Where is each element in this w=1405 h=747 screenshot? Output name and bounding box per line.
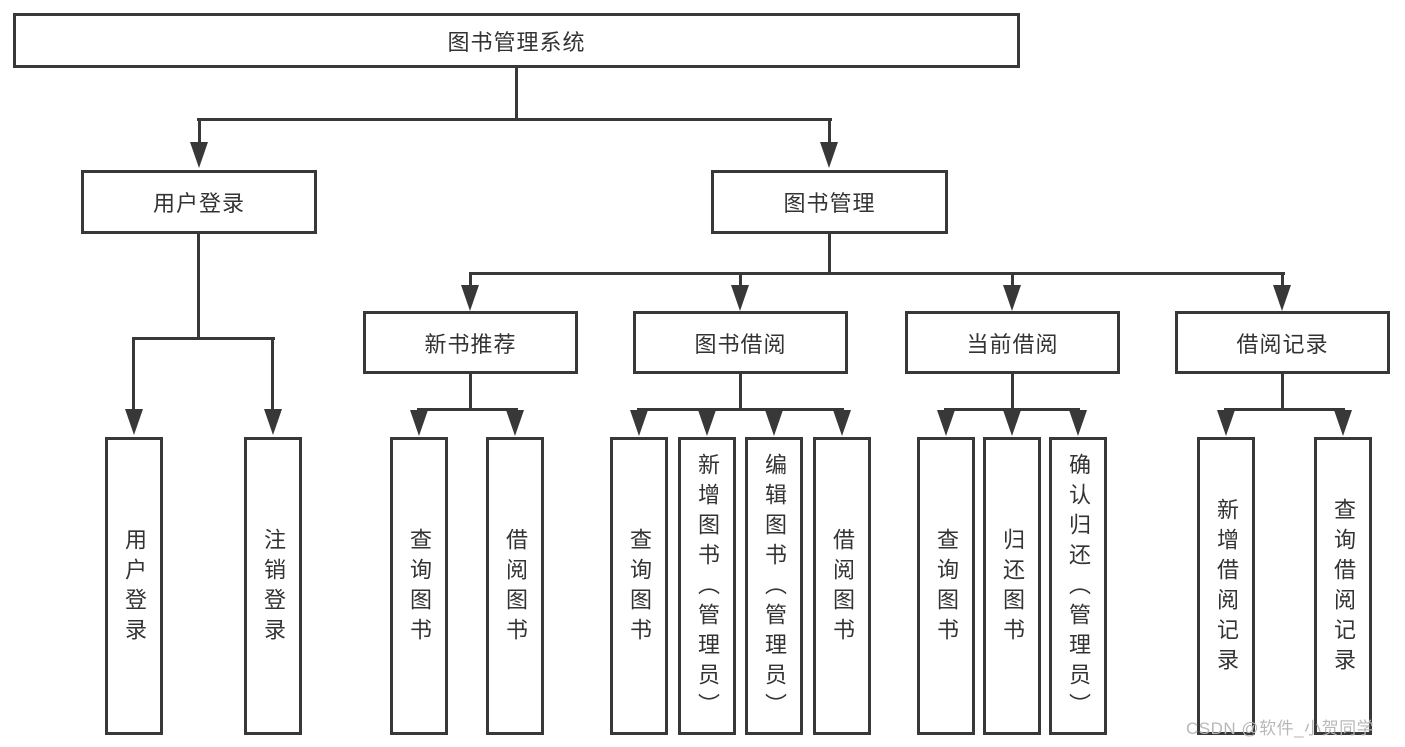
connector-to-user-login [198,118,201,145]
arrowhead-new-book-leaf-2 [506,410,524,436]
arrowhead-current-borrow-leaf-1 [937,410,955,436]
node-borrow-records: 借阅记录 [1175,311,1390,374]
node-user-login: 用户登录 [81,170,317,234]
connector-book-borrow-crossbar [637,408,844,411]
node-leaf-query-books-recommend: 查询图书 [390,437,448,735]
node-leaf-user-login: 用户登录 [105,437,163,735]
node-leaf-return-book: 归还图书 [983,437,1041,735]
node-new-book-recommend: 新书推荐 [363,311,578,374]
arrowhead-book-borrow-leaf-4 [833,410,851,436]
connector-book-borrow-stem [739,373,742,411]
node-leaf-confirm-return-admin: 确认归还（管理员） [1049,437,1107,735]
connector-to-borrow-records [1281,272,1284,287]
arrowhead-to-borrow-records [1273,285,1291,311]
node-book-management: 图书管理 [711,170,948,234]
connector-current-borrow-crossbar [944,408,1080,411]
arrowhead-to-current-borrow [1003,285,1021,311]
node-leaf-edit-book-admin: 编辑图书（管理员） [745,437,803,735]
arrowhead-current-borrow-leaf-3 [1069,410,1087,436]
node-library-management-system: 图书管理系统 [13,13,1020,68]
node-leaf-add-borrow-record: 新增借阅记录 [1197,437,1255,735]
connector-borrow-records-stem [1281,373,1284,411]
node-book-borrow: 图书借阅 [633,311,848,374]
arrowhead-to-book-management [820,142,838,168]
node-leaf-query-books-borrow: 查询图书 [610,437,668,735]
node-leaf-logout: 注销登录 [244,437,302,735]
connector-user-login-stem [197,233,200,340]
arrowhead-to-logout-leaf [264,409,282,435]
connector-to-logout-leaf [271,337,274,411]
arrowhead-to-user-login [190,142,208,168]
arrowhead-current-borrow-leaf-2 [1003,410,1021,436]
node-leaf-borrow-books: 借阅图书 [813,437,871,735]
node-leaf-query-books-current: 查询图书 [917,437,975,735]
connector-current-borrow-stem [1011,373,1014,411]
arrowhead-to-login-leaf [125,409,143,435]
arrowhead-book-borrow-leaf-1 [630,410,648,436]
connector-root-stem [515,68,518,120]
arrowhead-to-new-book [461,285,479,311]
connector-new-book-stem [469,373,472,411]
connector-book-mgmt-crossbar [469,272,1285,275]
arrowhead-borrow-records-leaf-1 [1217,410,1235,436]
arrowhead-book-borrow-leaf-2 [698,410,716,436]
arrowhead-new-book-leaf-1 [410,410,428,436]
arrowhead-to-book-borrow [731,285,749,311]
connector-borrow-records-crossbar [1224,408,1345,411]
connector-new-book-crossbar [417,408,518,411]
node-leaf-query-borrow-record: 查询借阅记录 [1314,437,1372,735]
watermark: CSDN @软件_小贺同学 [1186,719,1375,738]
connector-to-current-borrow [1011,272,1014,287]
node-leaf-add-book-admin: 新增图书（管理员） [678,437,736,735]
connector-book-mgmt-stem [828,233,831,275]
connector-user-login-crossbar [132,337,275,340]
node-current-borrow: 当前借阅 [905,311,1120,374]
connector-to-login-leaf [132,337,135,411]
connector-to-book-management [828,118,831,145]
node-leaf-borrow-books-recommend: 借阅图书 [486,437,544,735]
arrowhead-book-borrow-leaf-3 [765,410,783,436]
connector-to-new-book [469,272,472,287]
connector-to-book-borrow [739,272,742,287]
connector-root-crossbar [197,118,832,121]
arrowhead-borrow-records-leaf-2 [1334,410,1352,436]
